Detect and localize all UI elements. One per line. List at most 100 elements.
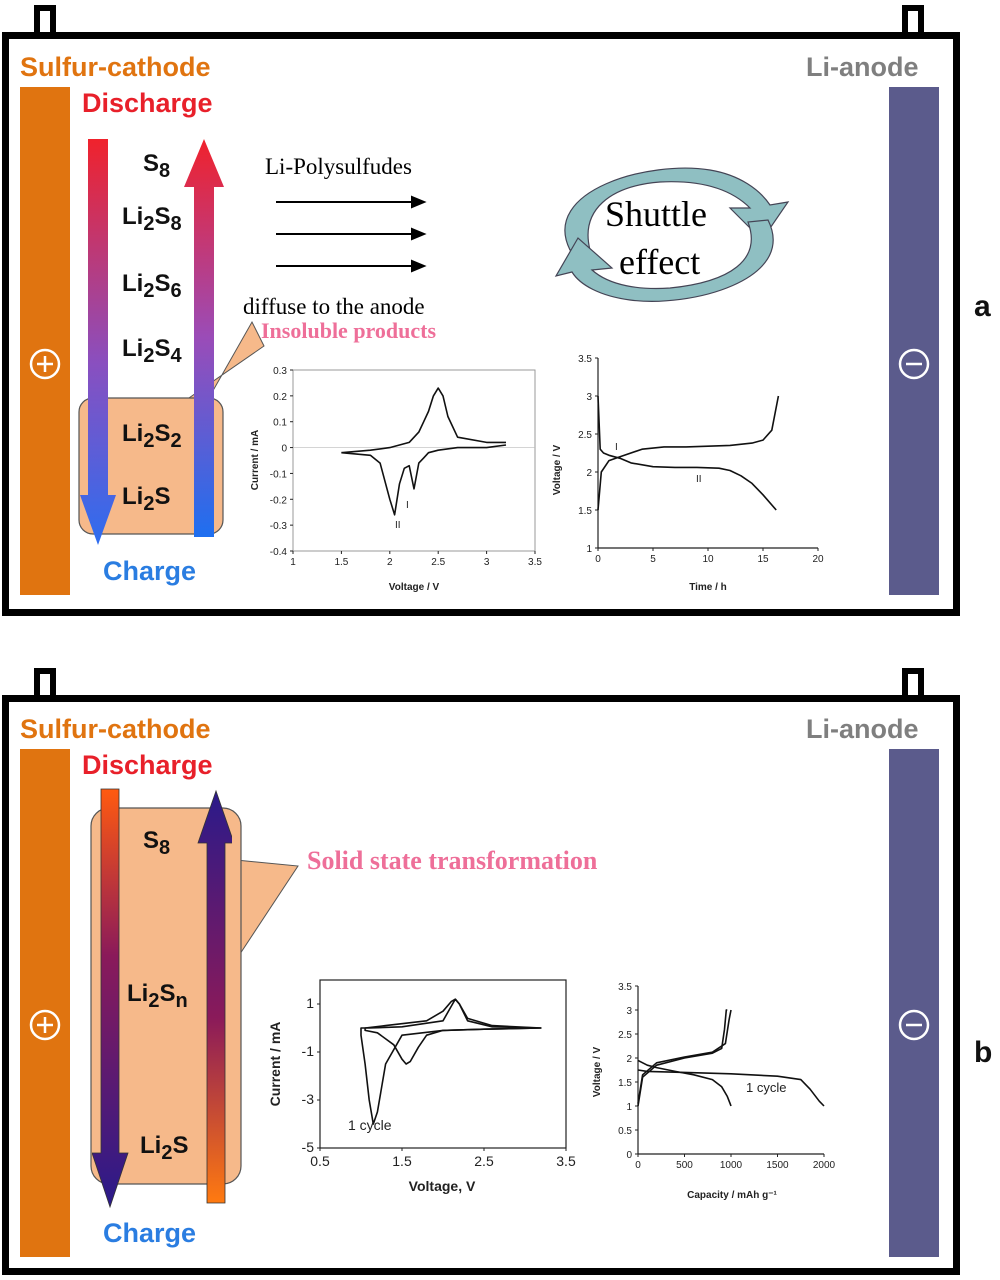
y-tick-label: 2 <box>586 468 592 479</box>
species-s8-b: S8 <box>143 827 171 859</box>
y-tick-label: 1.5 <box>578 506 592 517</box>
species-li2s4-a: Li2S4 <box>122 335 182 367</box>
y-tick-label: -0.3 <box>270 521 288 532</box>
vt-annotation-ii-a: II <box>696 474 702 485</box>
shuttle-cycle-icon <box>554 167 790 302</box>
x-tick-label: 1.5 <box>392 1153 412 1169</box>
cathode-electrode-b <box>20 749 70 1257</box>
series-line-1 <box>597 395 780 511</box>
x-tick-label: 3.5 <box>528 557 542 568</box>
redox-arrows-b <box>92 788 232 1209</box>
y-tick-label: 3 <box>626 1006 632 1017</box>
discharge-arrow-b <box>92 788 129 1209</box>
polysulfide-label: Li-Polysulfudes <box>265 154 412 179</box>
x-tick-label: 500 <box>676 1160 693 1171</box>
anode-label-b: Li-anode <box>806 714 919 744</box>
cv-annotation-ii-a: II <box>395 520 401 531</box>
battery-terminal-right-a <box>902 5 924 35</box>
charge-arrow-a <box>184 139 224 537</box>
x-tick-label: 10 <box>702 554 714 565</box>
species-li2s6-a: Li2S6 <box>122 270 182 302</box>
battery-terminal-right-b <box>902 668 924 698</box>
ylabel-b-cv: Current / mA <box>267 1022 283 1107</box>
y-tick-label: 2.5 <box>618 1030 632 1041</box>
y-tick-label: -0.1 <box>270 469 288 480</box>
y-tick-label: -5 <box>302 1139 315 1155</box>
species-li2s-a: Li2S <box>122 483 171 515</box>
series-line-2 <box>637 1009 728 1107</box>
battery-terminal-left-a <box>34 5 56 35</box>
y-tick-label: 0.3 <box>273 366 287 377</box>
x-tick-label: 1.5 <box>334 557 348 568</box>
series-line-1 <box>360 998 542 1125</box>
anode-label-a: Li-anode <box>806 52 919 82</box>
x-tick-label: 15 <box>757 554 769 565</box>
xlabel-b-vc: Capacity / mAh g⁻¹ <box>687 1190 777 1201</box>
y-tick-label: 0 <box>626 1150 632 1161</box>
series-line-2 <box>597 395 777 511</box>
x-tick-label: 3 <box>484 557 490 568</box>
ylabel-b-vc: Voltage / V <box>592 1046 603 1097</box>
solid-state-highlight-b <box>90 807 299 1185</box>
discharge-arrow-a <box>80 139 116 545</box>
xlabel-a-vt: Time / h <box>689 582 727 593</box>
ylabel-a-cv: Current / mA <box>250 430 261 491</box>
xlabel-b-cv: Voltage, V <box>409 1178 476 1194</box>
discharge-label-a: Discharge <box>82 88 213 118</box>
discharge-label-b: Discharge <box>82 750 213 780</box>
y-tick-label: -3 <box>302 1091 315 1107</box>
x-tick-label: 2.5 <box>431 557 445 568</box>
anode-electrode-a <box>889 87 939 595</box>
diffusion-arrows <box>276 195 427 273</box>
cathode-label-a: Sulfur-cathode <box>20 52 211 82</box>
x-tick-label: 0 <box>635 1160 641 1171</box>
series-line-2 <box>364 998 542 1065</box>
solid-state-label: Solid state transformation <box>307 846 598 875</box>
y-tick-label: 1 <box>626 1102 632 1113</box>
y-tick-label: 2 <box>626 1054 632 1065</box>
y-tick-label: -0.2 <box>270 495 288 506</box>
series-line-2 <box>341 387 506 454</box>
redox-arrows-a <box>80 139 224 545</box>
xlabel-a-cv: Voltage / V <box>389 582 440 593</box>
y-tick-label: 3.5 <box>618 982 632 993</box>
y-tick-label: 0.1 <box>273 418 287 429</box>
species-s8-a: S8 <box>143 150 171 182</box>
vt-annotation-i-a: I <box>615 442 618 453</box>
panel-letter-a: a <box>974 290 991 323</box>
y-tick-label: 2.5 <box>578 430 592 441</box>
x-tick-label: 20 <box>812 554 824 565</box>
battery-terminal-left-b <box>34 668 56 698</box>
shuttle-title-line2: effect <box>619 242 701 282</box>
ylabel-a-vt: Voltage / V <box>552 444 563 495</box>
x-tick-label: 5 <box>650 554 656 565</box>
panel-letter-b: b <box>974 1036 993 1069</box>
y-tick-label: 0.2 <box>273 392 287 403</box>
anode-electrode-b <box>889 749 939 1257</box>
charge-arrow-b <box>197 789 232 1204</box>
series-line-4 <box>637 1069 825 1107</box>
species-li2s-b: Li2S <box>140 1132 189 1164</box>
cathode-label-b: Sulfur-cathode <box>20 714 211 744</box>
x-tick-label: 2.5 <box>474 1153 494 1169</box>
cv-annotation-cycle-b: 1 cycle <box>348 1117 392 1133</box>
plus-icon-a <box>29 348 61 380</box>
cv-annotation-i-a: I <box>406 500 409 511</box>
insoluble-label: Insoluble products <box>261 318 437 343</box>
y-tick-label: -1 <box>302 1043 315 1059</box>
y-tick-label: 3 <box>586 392 592 403</box>
x-tick-label: 1500 <box>766 1160 789 1171</box>
y-tick-label: 0.5 <box>618 1126 632 1137</box>
x-tick-label: 0.5 <box>310 1153 330 1169</box>
plus-icon-b <box>29 1009 61 1041</box>
cathode-electrode-a <box>20 87 70 595</box>
y-tick-label: 1 <box>586 544 592 555</box>
y-tick-label: 0 <box>281 444 287 455</box>
charge-label-a: Charge <box>103 556 197 586</box>
series-line-1 <box>341 444 507 516</box>
y-tick-label: -0.4 <box>270 547 288 558</box>
